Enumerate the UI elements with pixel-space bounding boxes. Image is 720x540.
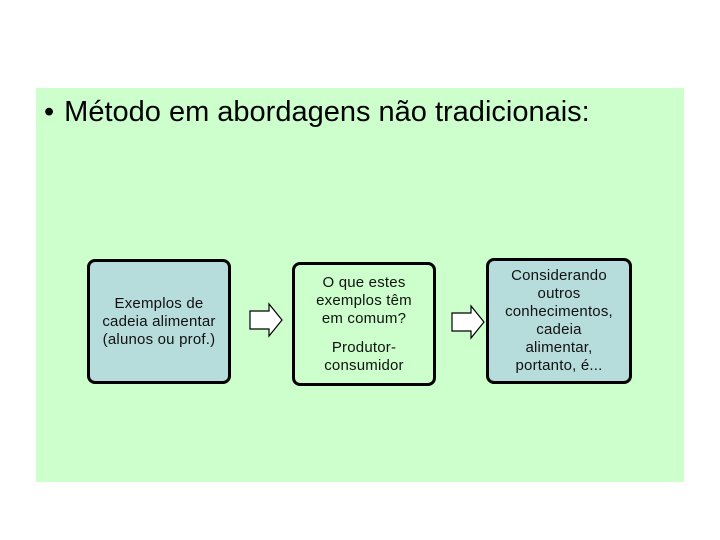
right-arrow-icon <box>249 302 283 338</box>
flow-box-conclusion: Considerando outros conhecimentos, cadei… <box>486 258 632 384</box>
slide-bullet: • Método em abordagens não tradicionais: <box>44 96 590 129</box>
flow-box-common: O que estes exemplos têm em comum? Produ… <box>292 262 436 386</box>
box-line: alimentar, <box>525 339 593 356</box>
bullet-text: Método em abordagens não tradicionais: <box>64 96 590 128</box>
box-line: portanto, é... <box>515 357 603 374</box>
bullet-dot: • <box>44 96 55 128</box>
box-line: Produtor- <box>331 338 397 356</box>
box-line: (alunos ou prof.) <box>102 330 216 348</box>
box-line: consumidor <box>324 356 404 374</box>
box-line: exemplos têm <box>316 291 412 309</box>
right-arrow-icon <box>451 304 485 340</box>
flow-box-examples: Exemplos de cadeia alimentar (alunos ou … <box>87 259 231 384</box>
box-line: O que estes <box>322 273 406 291</box>
box-line: cadeia alimentar <box>102 312 216 330</box>
box-line: Considerando <box>511 267 607 284</box>
box-line: em comum? <box>321 309 407 327</box>
box-line: outros <box>537 285 581 302</box>
box-line: conhecimentos, <box>505 303 613 320</box>
box-line: cadeia <box>536 321 582 338</box>
box-line: Exemplos de <box>114 294 204 312</box>
